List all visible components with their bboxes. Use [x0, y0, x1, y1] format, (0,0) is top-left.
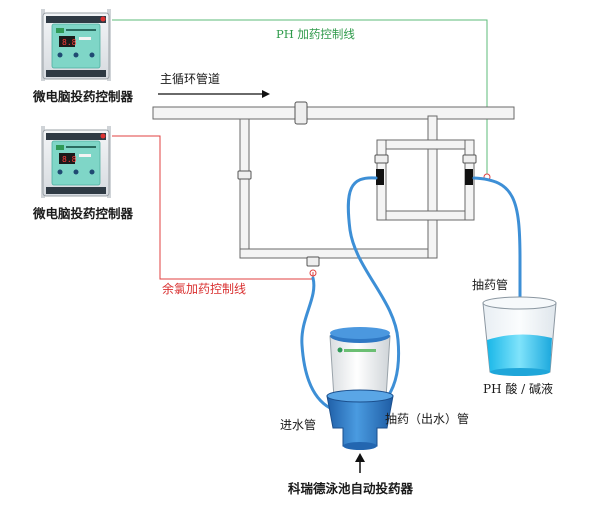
controller-unit-2: [41, 126, 111, 198]
auto-doser: [326, 327, 394, 450]
controller-display-1: 8.8: [62, 38, 77, 47]
ph-beaker: [482, 296, 557, 376]
injection-valves: [309, 169, 491, 277]
ph-control-line: [112, 19, 488, 174]
ph-liquid-label: PH 酸 / 碱液: [483, 382, 554, 396]
controller-label-1: 微电脑投药控制器: [33, 89, 134, 104]
controller-display-2: 8.8: [62, 155, 77, 164]
ph-control-line-label: PH 加药控制线: [276, 27, 355, 41]
doser-label: 科瑞德泳池自动投药器: [288, 481, 414, 496]
main-circulation-pipe: [152, 106, 515, 259]
outlet-pipe-label: 抽药（出水）管: [385, 412, 470, 426]
suction-pipe-label: 抽药管: [472, 278, 509, 292]
pipe-fittings: [237, 101, 477, 267]
inlet-pipe-label: 进水管: [280, 418, 317, 432]
controller-label-2: 微电脑投药控制器: [33, 206, 134, 221]
chlorine-control-line-label: 余氯加药控制线: [162, 282, 247, 296]
main-pipe-label: 主循环管道: [160, 72, 221, 86]
doser-pointer-arrow: [355, 453, 365, 473]
flow-arrow: [158, 90, 270, 98]
controller-unit-1: [41, 9, 111, 81]
